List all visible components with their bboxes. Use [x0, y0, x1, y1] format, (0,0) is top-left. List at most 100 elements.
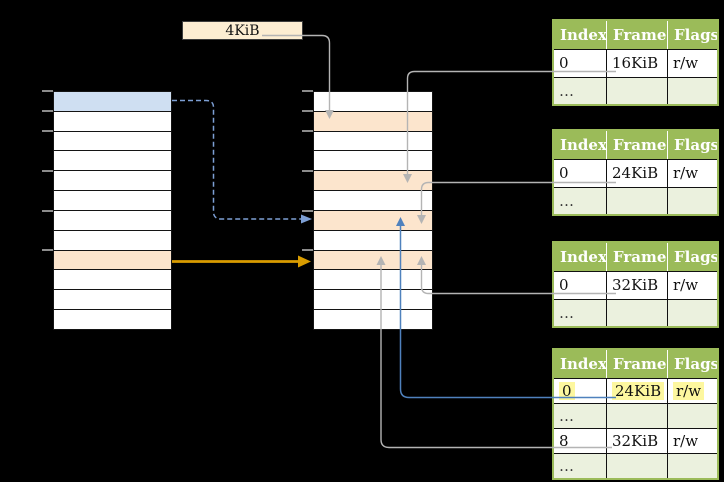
cell-frame: 32KiB — [607, 271, 668, 299]
table-row: 8 32KiB r/w — [554, 428, 717, 453]
header-frame: Frame — [607, 350, 668, 378]
memory-cell — [54, 111, 171, 132]
page-table-24kib: Index Frame Flags 0 24KiB r/w … — [552, 129, 719, 216]
highlight: 24KiB — [612, 382, 665, 400]
frame-cell-16kib — [314, 171, 432, 192]
tick-mark — [42, 130, 53, 132]
frame-cell — [314, 290, 432, 311]
highlight: r/w — [673, 382, 705, 400]
header-index: Index — [554, 131, 607, 159]
header-flags: Flags — [668, 21, 717, 49]
frame-cell-4kib — [314, 111, 432, 132]
cell-index: … — [554, 298, 607, 326]
tick-mark — [42, 210, 53, 212]
arrow-gold-direct-mapping — [172, 255, 311, 268]
cell-index: 8 — [554, 428, 607, 453]
tick-mark — [42, 249, 53, 251]
header-flags: Flags — [668, 131, 717, 159]
memory-cell — [54, 191, 171, 211]
cell-flags — [668, 298, 717, 326]
tick-mark — [302, 90, 313, 92]
page-table-bottom: Index Frame Flags 0 24KiB r/w … 8 32KiB … — [552, 348, 719, 480]
cell-index: 0 — [554, 378, 607, 403]
left-memory-column — [53, 91, 172, 330]
cell-index: … — [554, 403, 607, 428]
memory-cell — [54, 230, 171, 251]
frame-size-label: 4KiB — [182, 21, 303, 40]
tick-mark — [42, 90, 53, 92]
table-header-row: Index Frame Flags — [554, 131, 717, 159]
header-flags: Flags — [668, 350, 717, 378]
table-header-row: Index Frame Flags — [554, 243, 717, 271]
cell-flags: r/w — [668, 271, 717, 299]
memory-cell — [54, 210, 171, 231]
frame-cell — [314, 92, 432, 112]
table-row-ellipsis: … — [554, 76, 717, 104]
table-row-highlighted: 0 24KiB r/w — [554, 378, 717, 403]
table-row-ellipsis: … — [554, 298, 717, 326]
cell-frame: 24KiB — [607, 159, 668, 187]
tick-mark — [302, 110, 313, 112]
cell-frame — [607, 453, 668, 478]
arrow-dashed-translation — [172, 99, 312, 224]
cell-flags: r/w — [668, 159, 717, 187]
cell-index: … — [554, 453, 607, 478]
memory-cell — [54, 151, 171, 172]
cell-frame: 24KiB — [607, 378, 668, 403]
cell-flags — [668, 453, 717, 478]
table-row-ellipsis: … — [554, 403, 717, 428]
cell-flags: r/w — [668, 428, 717, 453]
cell-frame — [607, 186, 668, 214]
tick-mark — [302, 170, 313, 172]
cell-frame — [607, 403, 668, 428]
header-flags: Flags — [668, 243, 717, 271]
cell-index: 0 — [554, 49, 607, 77]
tick-mark — [42, 110, 53, 112]
memory-cell — [54, 310, 171, 329]
tick-mark — [302, 130, 313, 132]
highlight: 0 — [559, 382, 575, 400]
cell-frame: 16KiB — [607, 49, 668, 77]
memory-cell — [54, 290, 171, 311]
cell-frame — [607, 298, 668, 326]
frame-cell — [314, 230, 432, 251]
table-header-row: Index Frame Flags — [554, 21, 717, 49]
frame-cell-24kib — [314, 210, 432, 231]
table-row-ellipsis: … — [554, 453, 717, 478]
memory-cell-selected-orange — [54, 250, 171, 271]
cell-flags: r/w — [668, 378, 717, 403]
frame-cell — [314, 191, 432, 211]
cell-flags — [668, 76, 717, 104]
table-row: 0 32KiB r/w — [554, 271, 717, 299]
memory-cell — [54, 131, 171, 152]
header-index: Index — [554, 350, 607, 378]
cell-index: … — [554, 76, 607, 104]
frame-cell — [314, 131, 432, 152]
memory-cell — [54, 270, 171, 291]
frame-cell — [314, 151, 432, 172]
header-index: Index — [554, 21, 607, 49]
cell-flags — [668, 186, 717, 214]
cell-flags — [668, 403, 717, 428]
frame-cell — [314, 310, 432, 329]
memory-cell — [54, 171, 171, 192]
page-table-32kib: Index Frame Flags 0 32KiB r/w … — [552, 241, 719, 328]
cell-index: 0 — [554, 159, 607, 187]
header-frame: Frame — [607, 131, 668, 159]
header-frame: Frame — [607, 21, 668, 49]
page-table-16kib: Index Frame Flags 0 16KiB r/w … — [552, 19, 719, 106]
tick-mark — [42, 170, 53, 172]
table-header-row: Index Frame Flags — [554, 350, 717, 378]
memory-cell-selected-blue — [54, 92, 171, 112]
cell-frame: 32KiB — [607, 428, 668, 453]
frame-cell — [314, 270, 432, 291]
table-row: 0 16KiB r/w — [554, 49, 717, 77]
header-index: Index — [554, 243, 607, 271]
physical-memory-column — [313, 91, 433, 330]
tick-mark — [302, 210, 313, 212]
header-frame: Frame — [607, 243, 668, 271]
cell-flags: r/w — [668, 49, 717, 77]
cell-index: 0 — [554, 271, 607, 299]
tick-mark — [302, 249, 313, 251]
